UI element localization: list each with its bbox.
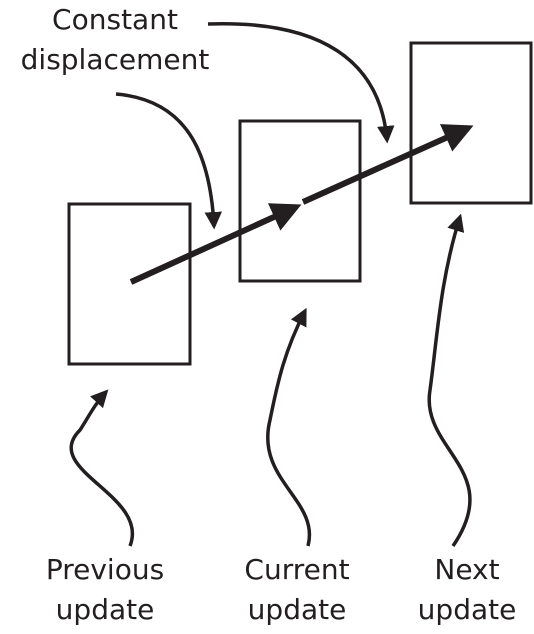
previous-update-box — [67, 202, 192, 366]
next-update-line-1: Next — [434, 553, 500, 586]
constant-displacement-line-1: Constant — [52, 3, 178, 36]
pointer-arrow-current — [266, 307, 312, 547]
pointer-arrow-constant-to-first — [115, 92, 222, 230]
displacement-arrow-2 — [301, 124, 474, 205]
constant-displacement-line-2: displacement — [20, 43, 210, 76]
current-update-line-1: Current — [244, 553, 350, 586]
pointer-arrow-next — [427, 213, 472, 547]
displacement-arrow-1 — [129, 203, 302, 285]
previous-update-line-2: update — [55, 593, 155, 626]
current-update-line-2: update — [247, 593, 347, 626]
pointer-arrow-constant-to-second — [207, 22, 395, 144]
current-update-box — [238, 119, 362, 283]
next-update-line-2: update — [417, 593, 517, 626]
pointer-arrow-previous — [69, 389, 135, 547]
previous-update-label: Previous update — [30, 550, 180, 630]
next-update-box — [409, 41, 533, 205]
constant-displacement-label: Constant displacement — [20, 0, 210, 80]
current-update-label: Current update — [222, 550, 372, 630]
previous-update-line-1: Previous — [45, 553, 165, 586]
next-update-label: Next update — [392, 550, 534, 630]
